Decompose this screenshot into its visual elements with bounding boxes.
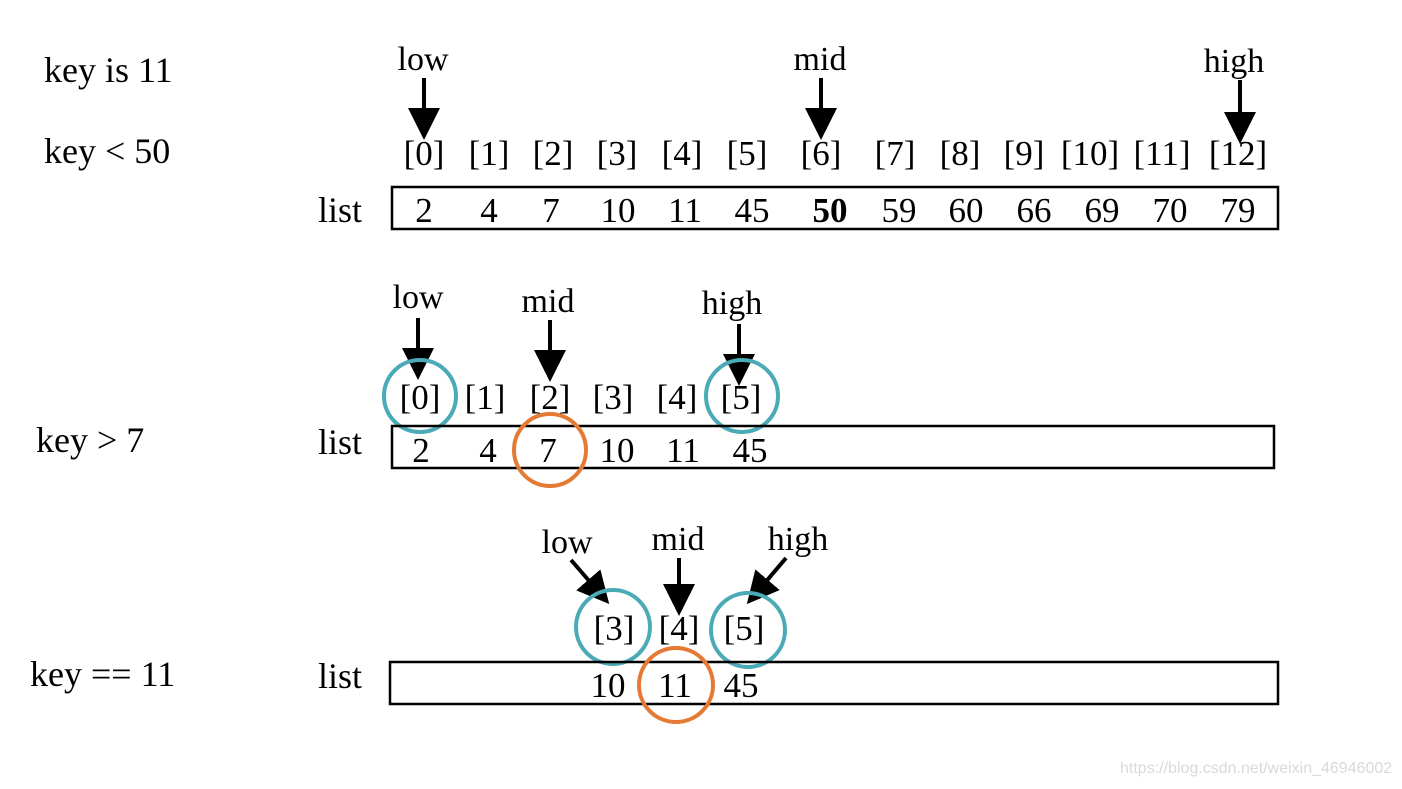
step-3-list-label: list bbox=[318, 656, 362, 696]
step-1-value: 4 bbox=[480, 191, 498, 230]
watermark-url: https://blog.csdn.net/weixin_46946002 bbox=[1120, 760, 1393, 777]
step-3-index: [3] bbox=[594, 609, 635, 648]
step-3-value: 11 bbox=[658, 666, 692, 705]
step-2-value: 7 bbox=[539, 431, 557, 470]
step-1-index: [10] bbox=[1061, 134, 1119, 173]
step-1-value: 69 bbox=[1085, 191, 1120, 230]
step-2: key > 7 low mid high [0] [1] [2] [3] [4]… bbox=[36, 279, 1276, 488]
step-1-index: [7] bbox=[875, 134, 916, 173]
step-2-note-1: key > 7 bbox=[36, 420, 144, 460]
step-3-high-arrow bbox=[746, 556, 788, 605]
step-1-index: [3] bbox=[597, 134, 638, 173]
step-2-index: [1] bbox=[465, 378, 506, 417]
step-1-low-label: low bbox=[398, 41, 449, 78]
step-2-mid-value-circle bbox=[512, 412, 588, 488]
step-3-high-label: high bbox=[768, 521, 828, 558]
step-3-value: 45 bbox=[724, 666, 759, 705]
step-2-value: 2 bbox=[412, 431, 430, 470]
step-1-note-2: key < 50 bbox=[44, 131, 170, 171]
step-2-high-label: high bbox=[702, 285, 762, 322]
step-2-index: [0] bbox=[400, 378, 441, 417]
step-2-value: 10 bbox=[600, 431, 635, 470]
step-1-index: [6] bbox=[801, 134, 842, 173]
step-1-index: [8] bbox=[940, 134, 981, 173]
step-1-value: 45 bbox=[735, 191, 770, 230]
step-1-value-bold: 50 bbox=[813, 191, 848, 230]
step-2-list-label: list bbox=[318, 422, 362, 462]
step-1-high-label: high bbox=[1204, 43, 1264, 80]
step-2-mid-label: mid bbox=[522, 283, 575, 320]
step-2-index: [2] bbox=[530, 378, 571, 417]
step-1-index: [2] bbox=[533, 134, 574, 173]
step-1-value: 2 bbox=[415, 191, 433, 230]
step-3-index: [4] bbox=[659, 609, 700, 648]
step-1-value: 59 bbox=[882, 191, 917, 230]
step-1-mid-label: mid bbox=[794, 41, 847, 78]
step-2-low-bound-circle bbox=[382, 358, 458, 434]
step-1-index: [0] bbox=[404, 134, 445, 173]
step-1-list-label: list bbox=[318, 190, 362, 230]
step-1-value: 10 bbox=[601, 191, 636, 230]
step-1: key is 11 key < 50 low mid high [0] [1] … bbox=[44, 41, 1280, 231]
step-1-index: [4] bbox=[662, 134, 703, 173]
step-1-value: 70 bbox=[1153, 191, 1188, 230]
step-3-mid-label: mid bbox=[652, 521, 705, 558]
step-1-index: [1] bbox=[469, 134, 510, 173]
step-3-high-bound-circle bbox=[709, 591, 787, 669]
step-3-low-bound-circle bbox=[574, 588, 652, 666]
step-2-list-box bbox=[390, 424, 1276, 470]
step-3-note-1: key == 11 bbox=[30, 654, 175, 694]
step-1-value: 66 bbox=[1017, 191, 1052, 230]
step-2-high-bound-circle bbox=[704, 358, 780, 434]
step-2-index: [5] bbox=[721, 378, 762, 417]
step-3-value: 10 bbox=[591, 666, 626, 705]
step-1-index: [9] bbox=[1004, 134, 1045, 173]
step-3-index: [5] bbox=[724, 609, 765, 648]
step-1-note-1: key is 11 bbox=[44, 50, 173, 90]
step-3-list-box bbox=[388, 660, 1280, 706]
step-2-value: 11 bbox=[666, 431, 700, 470]
step-1-value: 79 bbox=[1221, 191, 1256, 230]
step-1-value: 7 bbox=[542, 191, 560, 230]
step-1-index: [11] bbox=[1133, 134, 1190, 173]
step-3-mid-value-circle bbox=[637, 646, 715, 724]
step-1-value: 11 bbox=[668, 191, 702, 230]
step-1-value: 60 bbox=[949, 191, 984, 230]
step-1-index: [12] bbox=[1209, 134, 1267, 173]
step-2-index: [4] bbox=[657, 378, 698, 417]
step-2-value: 45 bbox=[733, 431, 768, 470]
step-2-index: [3] bbox=[593, 378, 634, 417]
step-3-low-label: low bbox=[542, 524, 593, 561]
step-3: key == 11 low mid high [3] [4] [5] list … bbox=[30, 521, 1280, 724]
step-2-low-label: low bbox=[393, 279, 444, 316]
step-1-list-box bbox=[390, 185, 1280, 231]
step-1-index: [5] bbox=[727, 134, 768, 173]
step-2-value: 4 bbox=[479, 431, 497, 470]
